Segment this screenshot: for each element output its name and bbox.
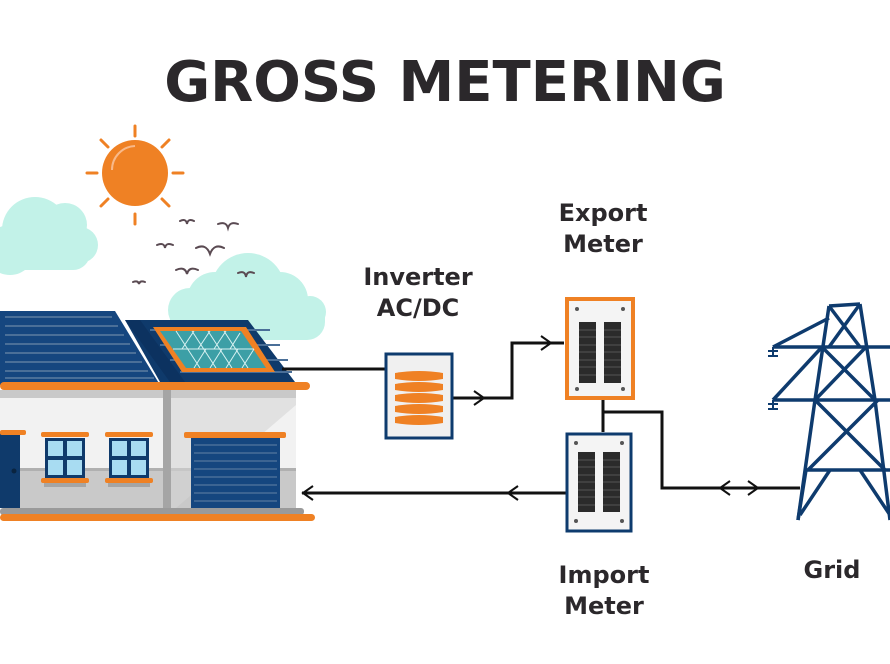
cloud-left-icon xyxy=(0,197,98,275)
wire-inverter-to-export xyxy=(453,341,564,400)
import-meter-icon xyxy=(565,432,633,533)
solar-panel-icon xyxy=(153,327,275,372)
sun-icon xyxy=(85,124,185,226)
arrow-right-icon xyxy=(473,335,553,406)
export-meter-icon xyxy=(565,297,635,400)
garage-door-icon xyxy=(184,432,286,508)
bidirectional-arrow-icon xyxy=(718,480,760,496)
grid-label: Grid xyxy=(803,556,861,584)
inverter-icon xyxy=(384,352,454,440)
import-meter-label: Import Meter xyxy=(558,561,650,620)
diagram-title: GROSS METERING xyxy=(164,50,726,115)
birds-icon xyxy=(132,219,255,285)
house-icon xyxy=(0,311,315,521)
window-icon xyxy=(105,432,153,487)
window-icon xyxy=(41,432,89,487)
arrow-left-icon xyxy=(301,485,519,501)
wire-meters-to-grid xyxy=(601,399,800,490)
export-meter-label: Export Meter xyxy=(558,199,648,258)
inverter-label: Inverter AC/DC xyxy=(363,263,473,322)
transmission-tower-icon xyxy=(768,302,890,521)
